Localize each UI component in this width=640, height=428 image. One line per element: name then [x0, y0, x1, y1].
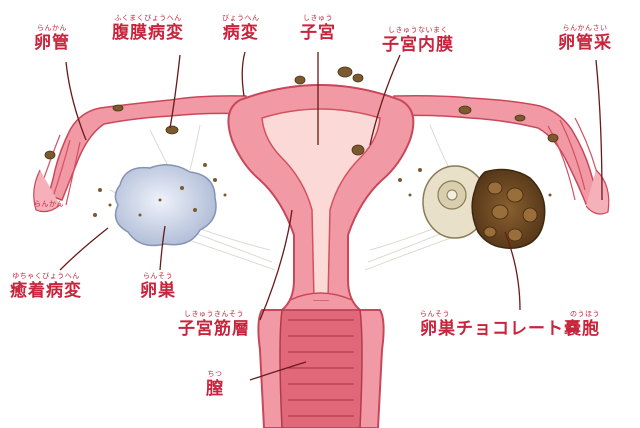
label-endometrium: しきゅうないまく 子宮内膜: [382, 26, 454, 55]
label-myometrium: しきゅうきんそう 子宮筋層: [178, 310, 250, 339]
furigana-nouhou: のうほう: [570, 310, 600, 318]
label-lesion: びょうへん 病変: [222, 14, 260, 43]
furigana-ransou: らんそう: [420, 310, 450, 318]
label-chocolate-cyst: らんそう のうほう 卵巣チョコレート嚢胞: [420, 310, 600, 339]
label-small-furigana: らんかん: [34, 200, 64, 208]
endometrium: [261, 108, 381, 301]
left-ovary: [114, 164, 217, 247]
uterus-body: [227, 84, 415, 428]
vagina-canal: [279, 309, 363, 428]
label-peritoneal-lesion: ふくまくびょうへん 腹膜病変: [112, 14, 184, 43]
right-ovary-cyst: [422, 165, 546, 249]
right-fallopian-tube: [391, 95, 610, 215]
peritoneal-lesions: [44, 66, 559, 160]
label-uterus: しきゅう 子宮: [300, 14, 336, 43]
label-adhesion-lesion: ゆちゃくびょうへん 癒着病変: [10, 272, 82, 301]
label-vagina: ちつ 膣: [206, 370, 224, 399]
left-fallopian-tube: [33, 95, 249, 213]
label-ovary: らんそう 卵巣: [140, 272, 176, 301]
leader-lines: [59, 51, 603, 381]
label-left-fallopian-tube: らんかん 卵管: [34, 24, 70, 53]
label-fimbriae: らんかんさい 卵管采: [558, 24, 612, 53]
